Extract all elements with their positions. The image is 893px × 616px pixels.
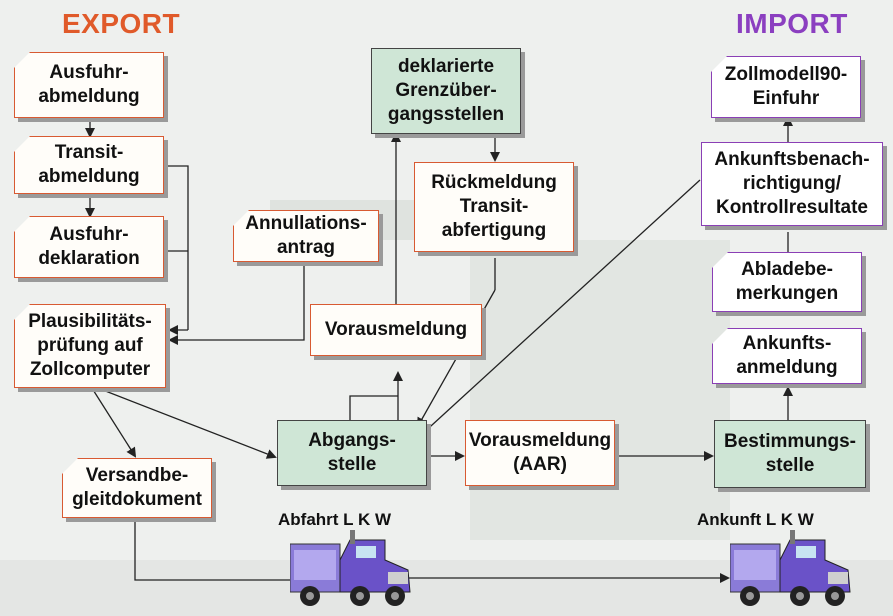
export-heading: EXPORT: [62, 8, 181, 39]
truck-icon: [730, 530, 851, 606]
ausfuhrabmeldung-label: Ausfuhr- abmeldung: [38, 62, 140, 107]
ankunftsbenachrichtigung-label: Ankunftsbenach- richtigung/ Kontrollresu…: [714, 149, 870, 218]
bestimmungsstelle-box: Bestimmungs- stelle: [714, 420, 866, 488]
vorausmeldung-box: Vorausmeldung: [310, 304, 482, 356]
annullation-label: Annullations- antrag: [245, 213, 367, 258]
ausfuhrdeklaration-label: Ausfuhr- deklaration: [38, 224, 140, 269]
vorausmeldung-label: Vorausmeldung: [324, 319, 468, 340]
rueckmeldung-label: Rückmeldung Transit- abfertigung: [431, 172, 557, 241]
abgangsstelle-box: Abgangs- stelle: [277, 420, 427, 486]
grenzuebergang-box: deklarierte Grenzüber- gangsstellen: [371, 48, 521, 134]
plausibilitaet-box: Plausibilitäts- prüfung auf Zollcomputer: [14, 304, 166, 388]
ausfuhrabmeldung-box: Ausfuhr- abmeldung: [14, 52, 164, 118]
abladebemerkungen-label: Abladebe- merkungen: [735, 259, 839, 304]
ankunftsbenachrichtigung-box: Ankunftsbenach- richtigung/ Kontrollresu…: [701, 142, 883, 226]
rueckmeldung-box: Rückmeldung Transit- abfertigung: [414, 162, 574, 252]
abladebemerkungen-box: Abladebe- merkungen: [712, 252, 862, 312]
abfahrt-label: Abfahrt L K W: [278, 510, 392, 529]
import-heading: IMPORT: [736, 8, 848, 39]
transitabmeldung-box: Transit- abmeldung: [14, 136, 164, 194]
annullation-box: Annullations- antrag: [233, 210, 379, 262]
vorausmeldung-aar-box: Vorausmeldung (AAR): [465, 420, 615, 486]
bestimmungsstelle-label: Bestimmungs- stelle: [724, 431, 856, 476]
grenzuebergang-label: deklarierte Grenzüber- gangsstellen: [387, 56, 505, 125]
zollmodell-label: Zollmodell90- Einfuhr: [724, 64, 848, 109]
versandbegleit-box: Versandbe- gleitdokument: [62, 458, 212, 518]
truck-icon: [290, 530, 411, 606]
ausfuhrdeklaration-box: Ausfuhr- deklaration: [14, 216, 164, 278]
vorausmeldung-aar-label: Vorausmeldung (AAR): [468, 430, 612, 475]
versandbegleit-label: Versandbe- gleitdokument: [72, 465, 202, 510]
zollmodell-box: Zollmodell90- Einfuhr: [711, 56, 861, 118]
ankunftsanmeldung-label: Ankunfts- anmeldung: [736, 333, 838, 378]
plausibilitaet-label: Plausibilitäts- prüfung auf Zollcomputer: [28, 311, 152, 380]
ankunftsanmeldung-box: Ankunfts- anmeldung: [712, 328, 862, 384]
transitabmeldung-label: Transit- abmeldung: [38, 142, 140, 187]
ankunft-label: Ankunft L K W: [697, 510, 814, 529]
abgangsstelle-label: Abgangs- stelle: [308, 430, 396, 475]
